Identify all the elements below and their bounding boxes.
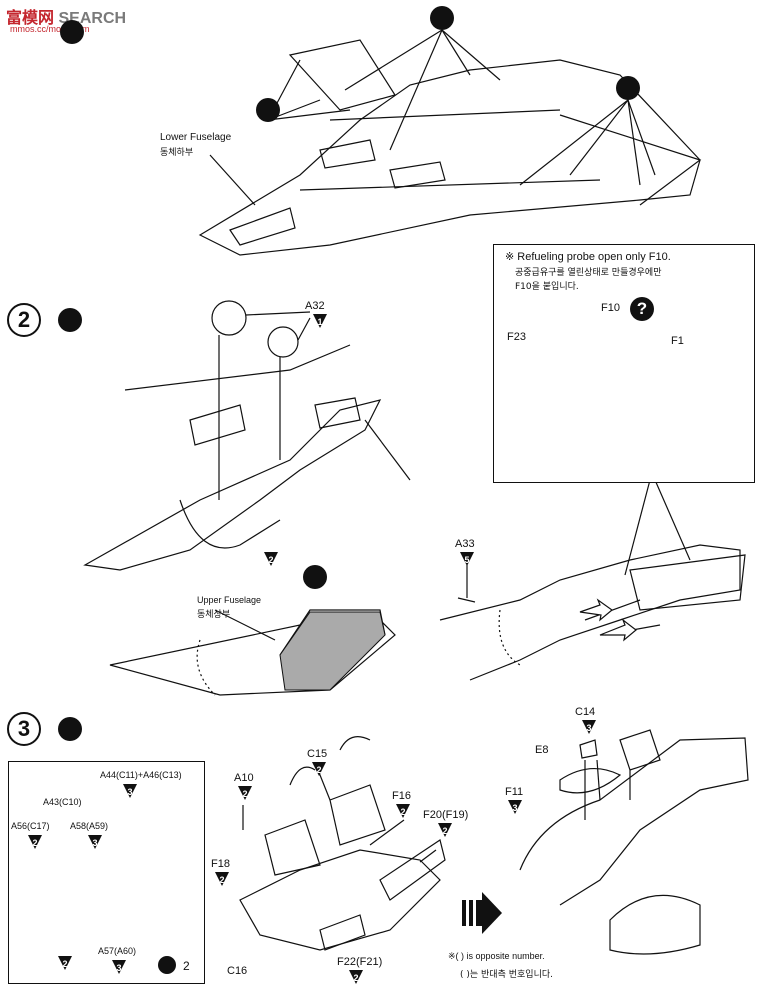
callout-kr-line-2: F10을 붙입니다. <box>515 282 579 292</box>
lower-fuselage-drawing <box>198 59 701 256</box>
part-a32-label: A32 <box>305 300 325 312</box>
cement-icon <box>58 308 82 332</box>
question-mark-icon: ? <box>630 297 654 321</box>
watermark-url: mmos.cc/mocc.com <box>10 24 90 34</box>
step-number-2: 2 <box>7 303 41 337</box>
a32-wheel-2 <box>267 326 299 358</box>
step-number-3: 3 <box>7 712 41 746</box>
repeat-arrows-icon <box>158 956 176 974</box>
part-f20-label: F20(F19) <box>423 809 469 821</box>
part-f16-label: F16 <box>392 790 411 802</box>
forward-fuselage-drawing <box>519 737 749 906</box>
cement-icon-2 <box>58 717 82 741</box>
opposite-number-note: ※( ) is opposite number. <box>448 951 545 961</box>
part-a57-label: A57(A60) <box>98 946 137 956</box>
part-a43-label: A43(C10) <box>43 797 82 807</box>
callout-kr-line-1: 공중급유구를 열린상태로 만들경우에만 <box>515 268 662 278</box>
part-a56-label: A56(C17) <box>11 821 50 831</box>
opposite-number-note-kr: ( )는 반대측 번호입니다. <box>460 970 553 980</box>
part-c16-label: C16 <box>227 965 248 977</box>
upper-fuselage-label-kr: 동체상부 <box>197 610 231 620</box>
part-f1-label: F1 <box>671 335 684 347</box>
screwdriver-icon <box>430 6 454 30</box>
glue-icon <box>60 20 84 44</box>
part-f18-label: F18 <box>211 858 230 870</box>
ejection-seat-inset <box>8 761 205 984</box>
screwdriver-icon-2 <box>256 98 280 122</box>
part-f11-label: F11 <box>505 786 524 798</box>
part-f10-label: F10 <box>601 302 620 314</box>
lower-fuselage-label: Lower Fuselage <box>160 132 232 143</box>
lower-fuselage-label-kr: 동체하부 <box>160 148 194 158</box>
refueling-probe-callout <box>493 244 755 483</box>
part-e8-label: E8 <box>535 744 549 756</box>
part-f23-label: F23 <box>507 331 526 343</box>
cockpit-tub-drawing <box>239 849 441 951</box>
next-step-arrow-icon <box>462 892 502 934</box>
a32-wheel-1 <box>211 300 247 336</box>
watermark-prefix: 富 <box>6 10 23 27</box>
part-a33-label: A33 <box>455 538 475 550</box>
watermark-brand: 模网 <box>22 10 55 27</box>
screwdriver-icon-3 <box>616 76 640 100</box>
part-a10-label: A10 <box>234 772 254 784</box>
part-a58-label: A58(A59) <box>70 821 109 831</box>
upper-fuselage-label: Upper Fuselage <box>197 595 262 605</box>
upper-fuselage-drawing <box>83 399 382 571</box>
part-c14-label: C14 <box>575 706 596 718</box>
part-f22-label: F22(F21) <box>337 956 383 968</box>
part-a44-label: A44(C11)+A46(C13) <box>100 770 182 780</box>
callout-title: ※ Refueling probe open only F10. <box>505 251 671 263</box>
knife-icon <box>303 565 327 589</box>
repeat-count: 2 <box>183 959 190 973</box>
part-c15-label: C15 <box>307 748 328 760</box>
